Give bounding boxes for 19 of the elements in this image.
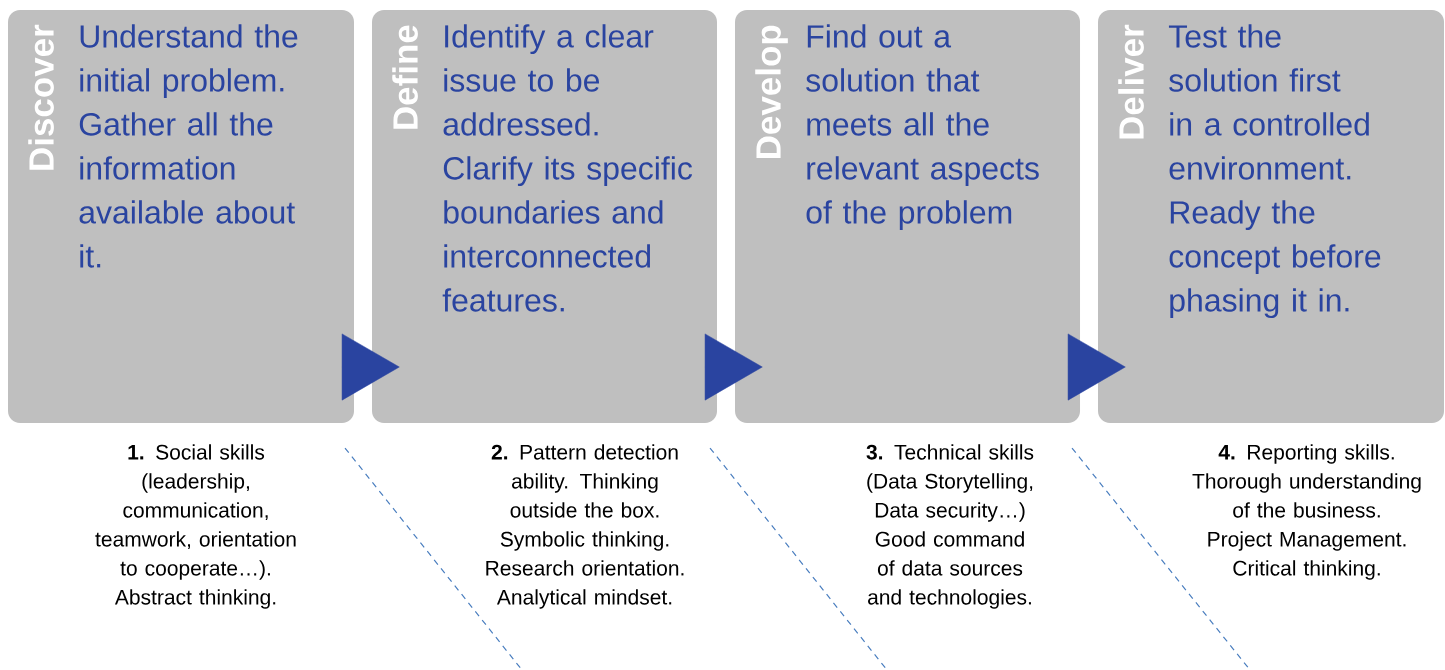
stage-box [372,10,717,423]
stage-box [1098,10,1444,423]
arrow [704,333,763,401]
skill-description: 2. Pattern detection ability. Thinking outside the box. Symbolic thinking. Research orientation. Analytical mindset. [486,444,684,609]
skill-description: 1. Social skills (leadership, communication, teamwork, orientation to cooperate…). Abstract thinking. [95,444,296,609]
stage-description: Find out a solution that meets all the relevant aspects of the problem [806,24,1039,230]
arrow [1067,333,1126,401]
stage-heading: Develop [755,25,788,158]
stage-box [8,10,354,423]
skill-description: 3. Technical skills (Data Storytelling, Data security…) Good command of data sources and technologies. [866,444,1034,609]
stage-description: Understand the initial problem. Gather all the information available about it. [79,24,298,268]
stage-heading: Define [392,25,418,129]
skill-description: 4. Reporting skills. Thorough understanding of the business. Project Management. Critical thinking. [1192,444,1421,580]
stage-heading: Discover [28,24,54,170]
stage-description: Test the solution first in a controlled environment. Ready the concept before phasing it in. [1168,24,1381,318]
arrow [341,333,400,401]
stage-box [735,10,1080,423]
stage-heading: Deliver [1118,24,1144,139]
stage-description: Identify a clear issue to be addressed. Clarify its specific boundaries and interconnected features. [442,24,692,312]
